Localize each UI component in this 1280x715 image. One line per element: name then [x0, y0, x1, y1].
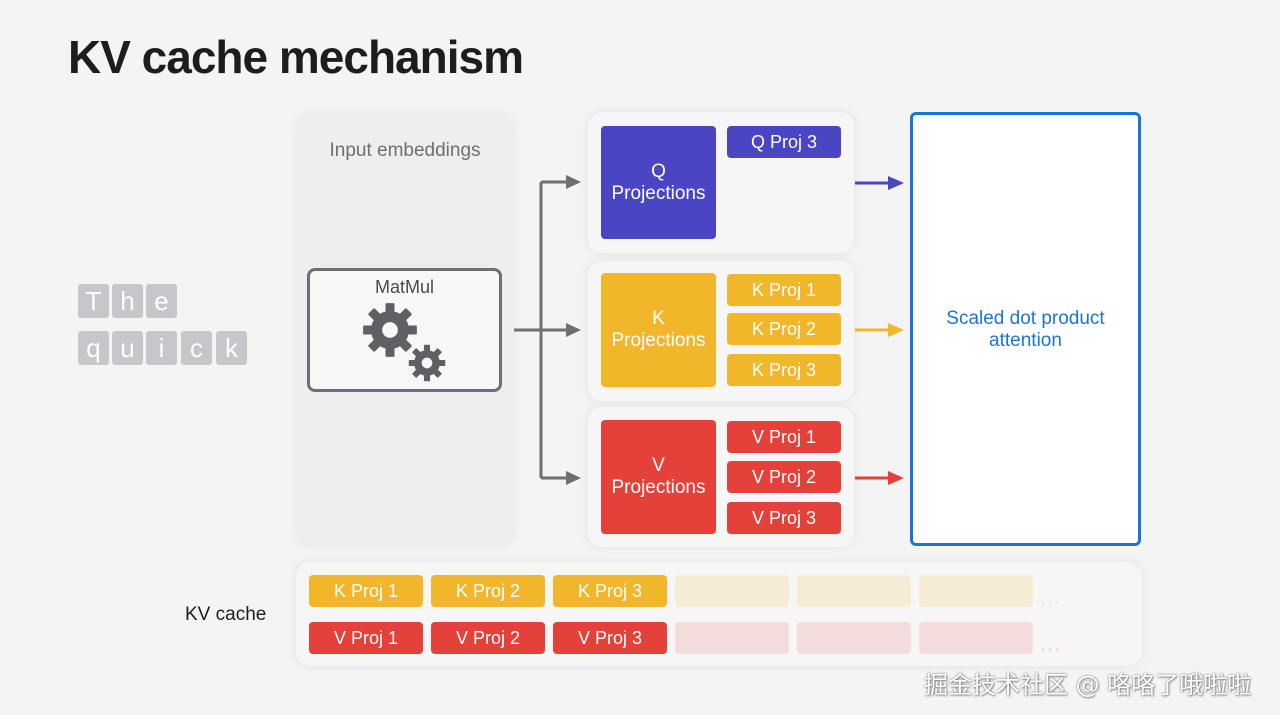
token-letter: h	[112, 284, 143, 318]
kv-cache-v-ellipsis: ...	[1040, 631, 1062, 656]
kv-cache-k-tile: K Proj 1	[309, 575, 423, 607]
matmul-label: MatMul	[374, 277, 434, 297]
k-proj-tile: K Proj 3	[727, 354, 841, 386]
token-letter: q	[78, 331, 109, 365]
page-title: KV cache mechanism	[68, 31, 524, 83]
v-proj-tile: V Proj 1	[727, 421, 841, 453]
v-proj-tile: V Proj 3	[727, 502, 841, 534]
kv-cache-k-tile: K Proj 2	[431, 575, 545, 607]
v-proj-tile: V Proj 2	[727, 461, 841, 493]
kv-cache-v-tile: V Proj 2	[431, 622, 545, 654]
token-letter: i	[146, 331, 177, 365]
token-letter: k	[216, 331, 247, 365]
k-projections-line1: K	[652, 308, 665, 329]
attention-label-line1: Scaled dot product	[946, 308, 1105, 329]
token-letter: u	[112, 331, 143, 365]
kv-cache-v-tile: V Proj 1	[309, 622, 423, 654]
q-projections-tile: Q Projections	[601, 126, 716, 239]
kv-cache-empty-slot	[675, 575, 789, 607]
k-projections-tile: K Projections	[601, 273, 716, 387]
attention-box	[910, 112, 1141, 546]
kv-cache-v-tile: V Proj 3	[553, 622, 667, 654]
kv-cache-empty-slot	[675, 622, 789, 654]
kv-cache-k-tile: K Proj 3	[553, 575, 667, 607]
v-projections-line2: Projections	[611, 477, 706, 498]
token-letter: c	[181, 331, 212, 365]
k-proj-tile: K Proj 1	[727, 274, 841, 306]
v-projections-line1: V	[652, 455, 665, 476]
q-projections-line2: Projections	[611, 182, 706, 204]
attention-label: Scaled dot product attention	[910, 308, 1141, 352]
gear-icon	[408, 344, 446, 382]
kv-cache-empty-slot	[797, 575, 911, 607]
kv-cache-k-ellipsis: ...	[1040, 584, 1062, 609]
k-projections-line2: Projections	[611, 330, 706, 351]
kv-cache-empty-slot	[919, 575, 1033, 607]
k-proj-tile: K Proj 2	[727, 313, 841, 345]
attention-label-line2: attention	[989, 330, 1062, 351]
token-letter: T	[78, 284, 109, 318]
kv-cache-label: KV cache	[185, 604, 267, 625]
input-embeddings-label: Input embeddings	[329, 140, 481, 161]
kv-cache-empty-slot	[919, 622, 1033, 654]
v-projections-tile: V Projections	[601, 420, 716, 534]
gear-icon	[363, 303, 417, 357]
watermark-text: 掘金技术社区 @ 咯咯了哦啦啦	[924, 671, 1252, 699]
kv-cache-empty-slot	[797, 622, 911, 654]
token-letter: e	[146, 284, 177, 318]
q-projections-line1: Q	[651, 160, 666, 182]
q-proj-tile: Q Proj 3	[727, 126, 841, 158]
